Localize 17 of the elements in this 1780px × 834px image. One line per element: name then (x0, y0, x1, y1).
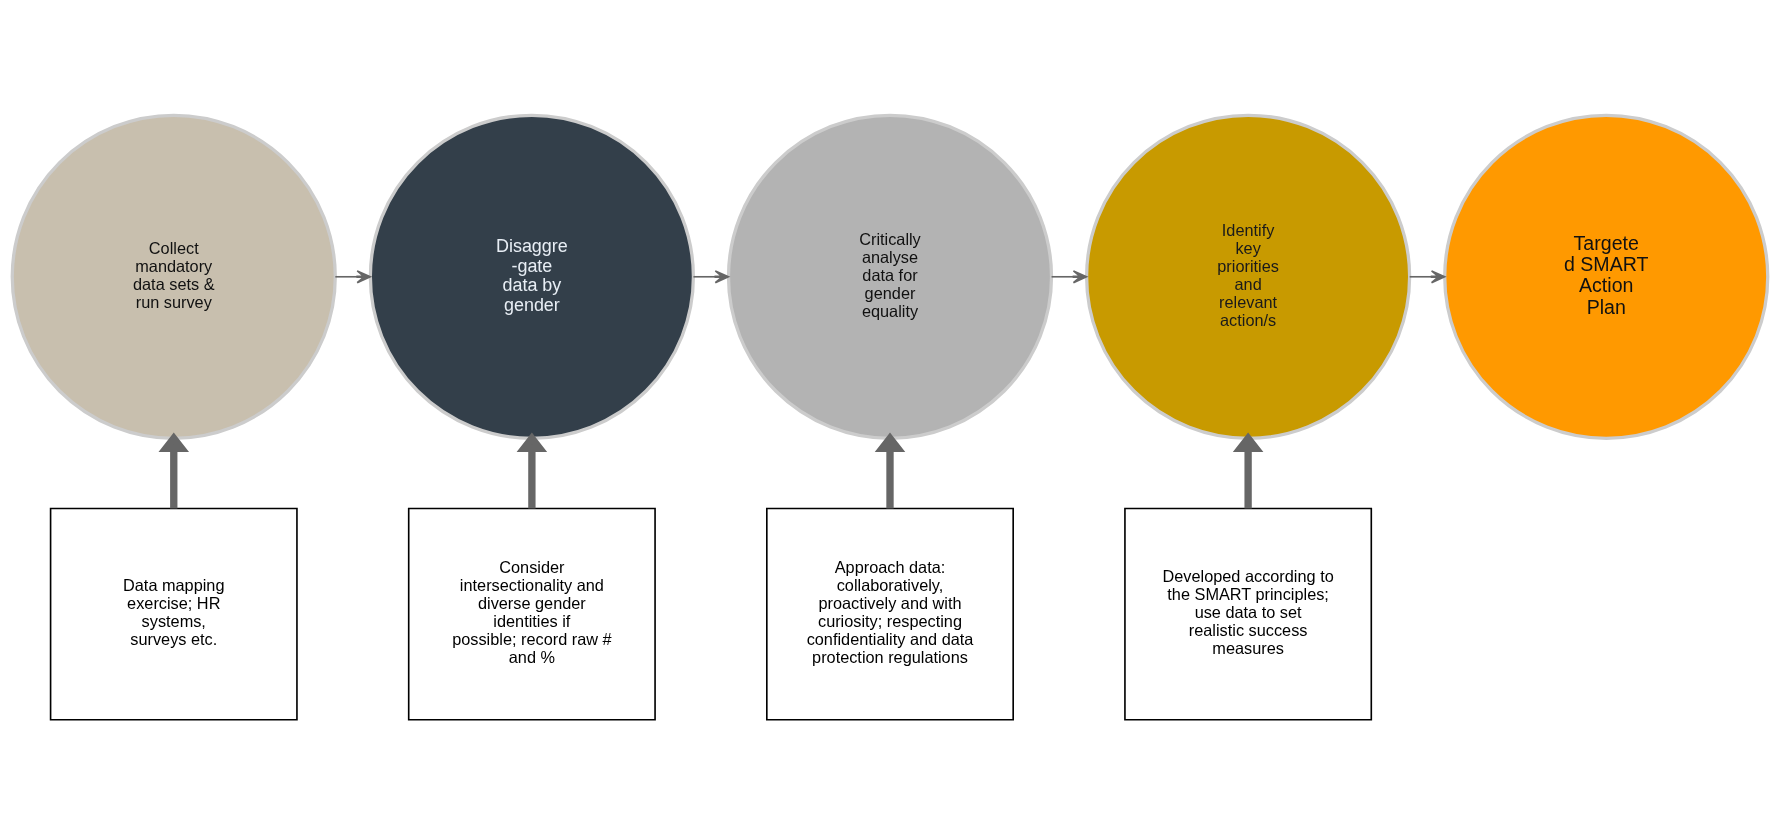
node-box: Developed according to the SMART principles; use data to set realistic success measures (1124, 507, 1373, 721)
node-circle: Critically analyse data for gender equality (726, 113, 1054, 440)
node-circle: Identify key priorities and relevant action/s (1084, 113, 1412, 440)
arrow (334, 269, 372, 283)
arrow (1408, 269, 1446, 283)
node-circle: Collect mandatory data sets & run survey (10, 113, 337, 440)
node-box: Data mapping exercise; HR systems, surveys etc. (49, 507, 298, 721)
arrow (158, 432, 190, 508)
arrow (874, 432, 906, 508)
arrow (1050, 269, 1088, 283)
node-circle: Targete d SMART Action Plan (1443, 113, 1770, 440)
node-box: Approach data: collaboratively, proactively and with curiosity; respecting confidentiality and data protection regulations (766, 507, 1014, 721)
arrow (1232, 432, 1264, 508)
arrow (516, 432, 548, 508)
node-box: Consider intersectionality and diverse gender identities if possible; record raw # and % (407, 507, 656, 721)
node-circle: Disaggre -gate data by gender (368, 113, 696, 440)
arrow (692, 269, 730, 283)
